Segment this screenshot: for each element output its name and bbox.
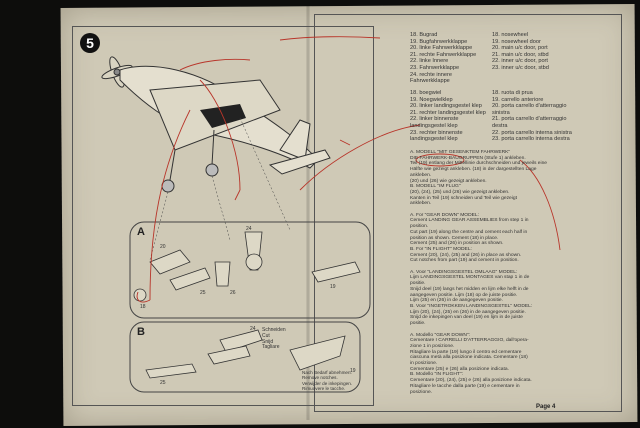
instruction-line: Kanten in Teil (19) schneiden und Teil w… [410, 195, 517, 201]
page-fold [306, 6, 310, 420]
panel-b-remove-notes: Nach Bedarf abnehmen. Remove notches. Ve… [302, 370, 353, 392]
instruction-line: Cut notches from part (19) and cement in… [410, 258, 519, 264]
panel-b-cut-labels: Schneiden Cut Snijd Tagliare [262, 327, 286, 351]
instruction-line: Cement LANDING GEAR ASSEMBLIES from step… [410, 218, 529, 224]
instruction-line: A. Modello "GEAR DOWN": [410, 332, 470, 338]
instruction-line: A. For "GEAR DOWN" MODEL: [410, 212, 479, 218]
assembly-instructions: A. MODELL "MIT GESENKTEM FAHRWERK" DIE F… [410, 150, 547, 395]
panel-b-label: B [137, 326, 145, 338]
instruction-line: Snijd deel (19) langs het midden en lijm… [410, 286, 529, 292]
instruction-line: Ritagliare le tacche dalla parte (19) e … [410, 383, 520, 389]
callout-label: 18 [140, 304, 146, 310]
instruction-line: (20) und (26) wie gezeigt ankleben. [410, 178, 487, 184]
instruction-line: B. MODELL "IM FLUG" [410, 184, 461, 190]
instruction-line: Snijd de inkepingen van deel (19) en lij… [410, 315, 523, 321]
panel-a-parts [133, 231, 361, 302]
instruction-line: DIE FAHRWERK-BAUGRUPPEN (Stufe 1) ankleb… [410, 155, 526, 161]
instruction-line: ciascuna metà alla posizione indicata. C… [410, 355, 528, 361]
tail-drawing [279, 119, 311, 161]
panel-a-frame [129, 221, 371, 319]
instruction-line: posizione. [410, 389, 433, 395]
handwritten-markings [136, 36, 561, 303]
instruction-line: B. For "IN FLIGHT" MODEL: [410, 246, 472, 252]
instruction-line: position. [410, 224, 429, 230]
instruction-line: Cement (20), (24), (25) and (26) in plac… [410, 252, 522, 258]
callout-label: 19 [350, 368, 356, 374]
instruction-line: Teil (19) entlang der Mittellinie durchs… [410, 161, 548, 167]
instruction-line: Lijm (25) en (26) in de aangegeven posit… [410, 298, 503, 304]
instruction-line: A. Voor "LANDINGSGESTEL OMLAAG" MODEL: [410, 269, 518, 275]
callout-label: 24 [246, 226, 252, 232]
callout-label: 24 [250, 326, 256, 332]
callout-label: 19 [330, 284, 336, 290]
leader-lines [149, 117, 291, 261]
left-page-frame [72, 26, 374, 406]
right-page-frame [314, 14, 622, 412]
instruction-line: (20), (24), (25) und (26) wie gezeigt an… [410, 189, 510, 195]
page-number: Page 4 [536, 404, 556, 410]
instruction-line: aangegeven positie. Lijm (18) op de juis… [410, 292, 518, 298]
step-number-badge: 5 [80, 33, 100, 53]
instruction-line: ankleben. [410, 201, 432, 207]
stabilizer-drawing [268, 149, 331, 175]
instruction-line: Cementare (20), (24), (25) e (26) alla p… [410, 378, 532, 384]
panel-b-parts [145, 329, 346, 379]
instruction-line: Ritagliare la parte (19) lungo il centro… [410, 349, 522, 355]
instruction-line: Lijm LANDINGSGESTEL MONTAGES van stap 1 … [410, 275, 530, 281]
callout-label: 26 [230, 290, 236, 296]
instruction-line: ankleben. [410, 172, 432, 178]
instruction-line: Cut part (19) along the centre and cemen… [410, 229, 528, 235]
instruction-line: Cement (25) and (26) in position as show… [410, 241, 504, 247]
instruction-line: A. MODELL "MIT GESENKTEM FAHRWERK" [410, 150, 511, 155]
callout-label: 25 [160, 380, 166, 386]
instruction-line: Cementare I CARRELLI D'ATTERRAGGIO, dall… [410, 338, 529, 344]
instruction-line: Lijm (20), (24), (25) en (26) in de aang… [410, 309, 526, 315]
instruction-line: Cementare (25) e (26) alla posizione ind… [410, 366, 509, 372]
panel-a-label: A [137, 226, 145, 238]
callout-label: 20 [160, 244, 166, 250]
instruction-line: B. Modello "IN FLIGHT": [410, 372, 463, 378]
instruction-line: in posizione. [410, 361, 438, 367]
panel-b-frame [129, 321, 361, 393]
instruction-line: positie. [410, 321, 426, 327]
instruction-line: Hälfte wie gezeigt ankleben. (18) in der… [410, 167, 537, 173]
instruction-line: position as shown. Cement (18) in place. [410, 235, 499, 241]
instruction-line: zione 1 in posizione. [410, 343, 455, 349]
callout-label: 25 [200, 290, 206, 296]
instruction-line: positie. [410, 281, 426, 287]
instruction-line: B. Voor "INGETROKKEN LANDINGSGESTEL" MOD… [410, 303, 533, 309]
